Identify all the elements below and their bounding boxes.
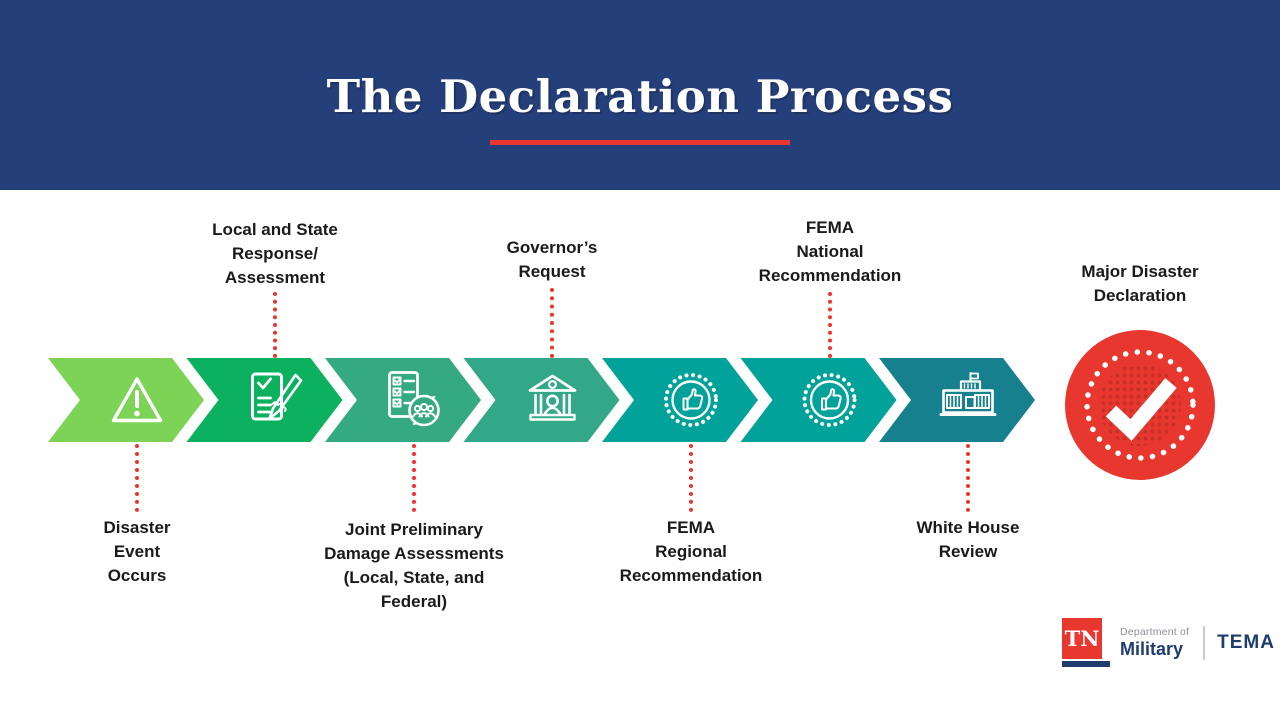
dotted-connector xyxy=(412,444,416,512)
chevron-arrow xyxy=(602,358,758,442)
dotted-connector xyxy=(273,292,277,358)
chevron-arrow xyxy=(325,358,481,442)
warning-triangle-icon xyxy=(111,377,163,423)
tn-logo-bar xyxy=(1062,661,1110,667)
white-house-icon xyxy=(939,372,997,416)
header-banner: The Declaration Process xyxy=(0,0,1280,190)
dotted-connector xyxy=(966,444,970,512)
dotted-connector xyxy=(135,444,139,512)
department-wordmark: Department of Military xyxy=(1120,626,1189,660)
thumbs-up-seal-icon xyxy=(802,373,857,427)
chevron-arrow xyxy=(186,358,343,442)
seal-ring xyxy=(1084,349,1196,461)
military-text: Military xyxy=(1120,638,1184,659)
major-disaster-seal xyxy=(1065,330,1215,480)
dotted-connector xyxy=(689,444,693,512)
step-label-local-state-response: Local and State Response/ Assessment xyxy=(212,219,338,287)
step-label-major-disaster-declaration: Major Disaster Declaration xyxy=(1081,261,1199,305)
checkmark-icon xyxy=(1105,378,1177,441)
assessment-form-icon xyxy=(251,372,303,421)
department-of-text: Department of xyxy=(1120,625,1190,638)
title-underline xyxy=(490,139,790,145)
dotted-connector xyxy=(828,292,832,358)
step-label-governors-request: Governor’s Request xyxy=(506,237,598,281)
page-title: The Declaration Process xyxy=(326,70,954,123)
tn-logo: TN xyxy=(1062,618,1110,667)
joint-assessment-checklist-icon xyxy=(388,371,440,427)
step-label-fema-national: FEMA National Recommendation xyxy=(758,217,902,285)
dotted-connector xyxy=(550,288,554,358)
step-label-fema-regional: FEMA Regional Recommendation xyxy=(619,518,763,586)
thumbs-up-seal-icon xyxy=(664,373,718,427)
step-label-disaster-event: Disaster Event Occurs xyxy=(103,518,171,586)
footer-logo: TN Department of Military TEMA xyxy=(1062,618,1275,667)
tema-wordmark: TEMA xyxy=(1217,631,1275,653)
process-chevron-band xyxy=(48,358,1035,442)
step-label-white-house-review: White House Review xyxy=(916,518,1020,562)
logo-divider xyxy=(1203,625,1206,660)
tn-logo-mark: TN xyxy=(1062,618,1102,659)
chevron-arrow xyxy=(740,358,897,442)
step-label-joint-pda: Joint Preliminary Damage Assessments (Lo… xyxy=(324,520,504,612)
government-building-icon xyxy=(528,374,577,421)
